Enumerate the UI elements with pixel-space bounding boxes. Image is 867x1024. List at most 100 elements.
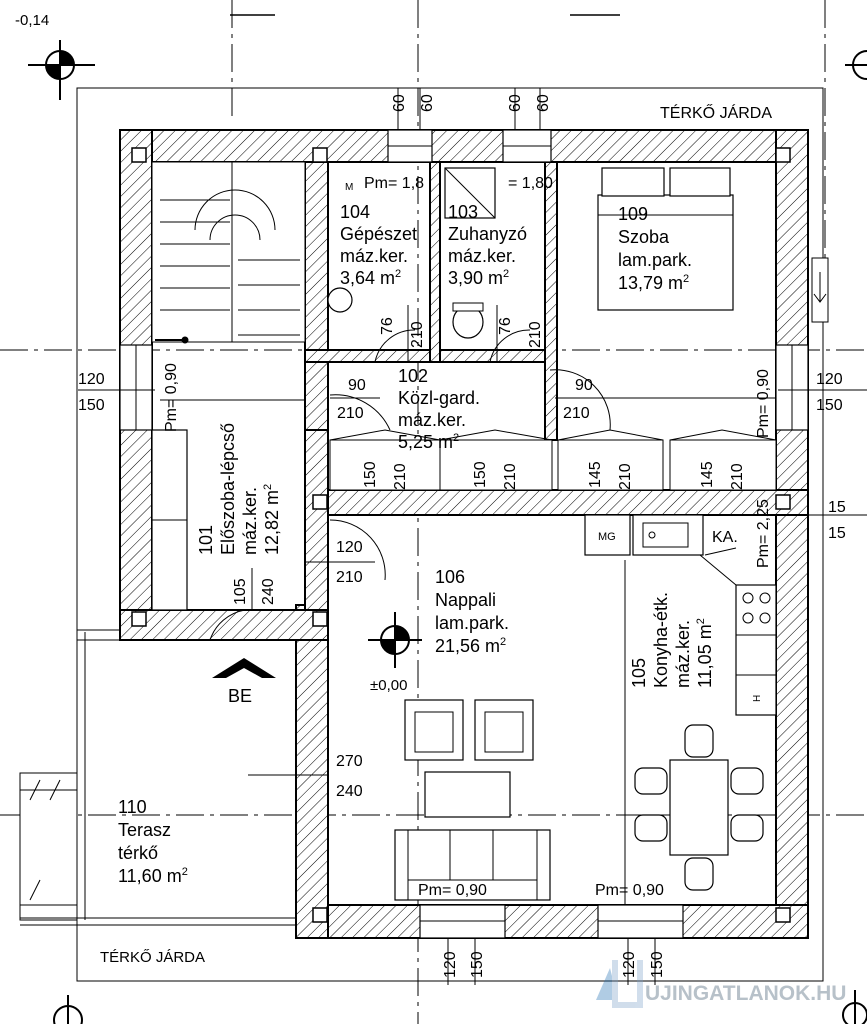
room-109-area: 13,79 m xyxy=(618,273,683,293)
room-109-sup: 2 xyxy=(683,273,689,285)
room-106-sup: 2 xyxy=(500,636,506,648)
parapet-103: = 1,80 xyxy=(508,175,553,192)
room-102-name: Közl-gard. xyxy=(398,388,480,408)
hall-wardrobe xyxy=(151,399,305,611)
room-105-num: 105 xyxy=(629,658,649,688)
dining-table xyxy=(634,724,764,891)
bedroom-arrow xyxy=(811,257,829,323)
dim-106-a: 120 xyxy=(336,539,363,556)
dim-101-b: 240 xyxy=(260,578,277,605)
plot-boundary xyxy=(76,87,824,982)
svg-text:12,82 m2: 12,82 m2 xyxy=(262,484,282,555)
parapet-104: Pm= 1,8 xyxy=(364,175,424,192)
parapet-bottom-right: Pm= 0,90 xyxy=(595,882,664,899)
dim-terr-a: 270 xyxy=(336,753,363,770)
entrance-label: BE xyxy=(228,686,252,706)
dim-c2b: 210 xyxy=(502,463,519,490)
dim-c1b: 210 xyxy=(392,463,409,490)
dim-101-a: 105 xyxy=(232,578,249,605)
svg-text:11,60 m2: 11,60 m2 xyxy=(118,866,188,886)
room-109-num: 109 xyxy=(618,204,648,224)
dim-right-b: 150 xyxy=(816,397,843,414)
windows-top xyxy=(387,88,552,163)
meter-label: M xyxy=(345,182,353,193)
dim-c1a: 150 xyxy=(362,461,379,488)
level-marker-bottom-right xyxy=(842,990,867,1024)
level-marker-bottom-left xyxy=(53,995,83,1024)
dim-104-h: 210 xyxy=(409,321,426,348)
dim-104-w: 76 xyxy=(379,317,396,335)
dim-c3a: 145 xyxy=(587,461,604,488)
room-104-name: Gépészet xyxy=(340,224,417,244)
dim-c2a: 150 xyxy=(472,461,489,488)
dim-102-lb: 210 xyxy=(337,405,364,422)
room-101-area: 12,82 m xyxy=(262,490,282,555)
room-101-num: 101 xyxy=(196,525,216,555)
dim-terr-b: 240 xyxy=(336,783,363,800)
room-110-floor: térkő xyxy=(118,843,158,863)
ka-label: KA. xyxy=(712,529,738,546)
armchair-right xyxy=(474,699,534,761)
kitchen-counter xyxy=(584,514,777,716)
room-102-sup: 2 xyxy=(453,432,459,444)
terrace xyxy=(19,629,328,938)
dim-102-ra: 90 xyxy=(575,377,593,394)
level-marker-right xyxy=(845,50,867,80)
room-105-floor: máz.ker. xyxy=(673,620,693,688)
entrance-arrow xyxy=(212,658,276,678)
room-102-area: 5,25 m xyxy=(398,432,453,452)
room-103-floor: máz.ker. xyxy=(448,246,516,266)
dim-102-rb: 210 xyxy=(563,405,590,422)
dim-bot2-a: 120 xyxy=(621,951,638,978)
room-103: 103 Zuhanyzó máz.ker. 3,90 m2 xyxy=(448,202,527,288)
room-105: 105 Konyha-étk. máz.ker. 11,05 m2 xyxy=(629,592,715,688)
svg-text:3,90 m2: 3,90 m2 xyxy=(448,268,509,288)
room-102-num: 102 xyxy=(398,366,428,386)
dim-top-2b: 60 xyxy=(535,94,552,112)
room-110-area: 11,60 m xyxy=(118,866,182,886)
dim-left-a: 120 xyxy=(78,371,105,388)
h-label: H xyxy=(752,695,763,702)
dim-top-2a: 60 xyxy=(507,94,524,112)
svg-text:13,79 m2: 13,79 m2 xyxy=(618,273,689,293)
room-103-name: Zuhanyzó xyxy=(448,224,527,244)
room-109: 109 Szoba lam.park. 13,79 m2 xyxy=(618,204,692,293)
shower xyxy=(444,167,496,219)
room-106-num: 106 xyxy=(435,567,465,587)
room-102-floor: máz.ker. xyxy=(398,410,466,430)
room-104-floor: máz.ker. xyxy=(340,246,408,266)
dim-bot-a: 120 xyxy=(442,951,459,978)
room-105-area: 11,05 m xyxy=(695,624,715,688)
room-106-name: Nappali xyxy=(435,590,496,610)
room-110-name: Terasz xyxy=(118,820,171,840)
room-101: 101 Előszoba-lépcső máz.ker. 12,82 m2 xyxy=(196,423,282,555)
dim-right-a: 120 xyxy=(816,371,843,388)
dim-bot-b: 150 xyxy=(469,951,486,978)
room-110: 110 Terasz térkő 11,60 m2 xyxy=(118,797,188,886)
sofa xyxy=(394,829,551,901)
bed xyxy=(597,167,734,311)
svg-text:3,64 m2: 3,64 m2 xyxy=(340,268,401,288)
room-105-sup: 2 xyxy=(695,618,707,624)
room-106-floor: lam.park. xyxy=(435,613,509,633)
watermark-logo xyxy=(596,960,643,1008)
dim-106-b: 210 xyxy=(336,569,363,586)
armchair-left xyxy=(404,699,464,761)
dim-c4b: 210 xyxy=(729,463,746,490)
room-109-name: Szoba xyxy=(618,227,670,247)
dim-c3b: 210 xyxy=(617,463,634,490)
room-104-sup: 2 xyxy=(395,268,401,280)
svg-text:11,05 m2: 11,05 m2 xyxy=(695,618,715,688)
room-104-num: 104 xyxy=(340,202,370,222)
toilet xyxy=(452,302,484,339)
dim-bot2-b: 150 xyxy=(649,951,666,978)
parapet-bottom-left: Pm= 0,90 xyxy=(418,882,487,899)
room-101-floor: máz.ker. xyxy=(240,487,260,555)
svg-text:21,56 m2: 21,56 m2 xyxy=(435,636,506,656)
room-101-sup: 2 xyxy=(262,484,274,490)
room-103-sup: 2 xyxy=(503,268,509,280)
room-103-area: 3,90 m xyxy=(448,268,503,288)
windows-side xyxy=(78,344,867,516)
dim-top-1b: 60 xyxy=(419,94,436,112)
